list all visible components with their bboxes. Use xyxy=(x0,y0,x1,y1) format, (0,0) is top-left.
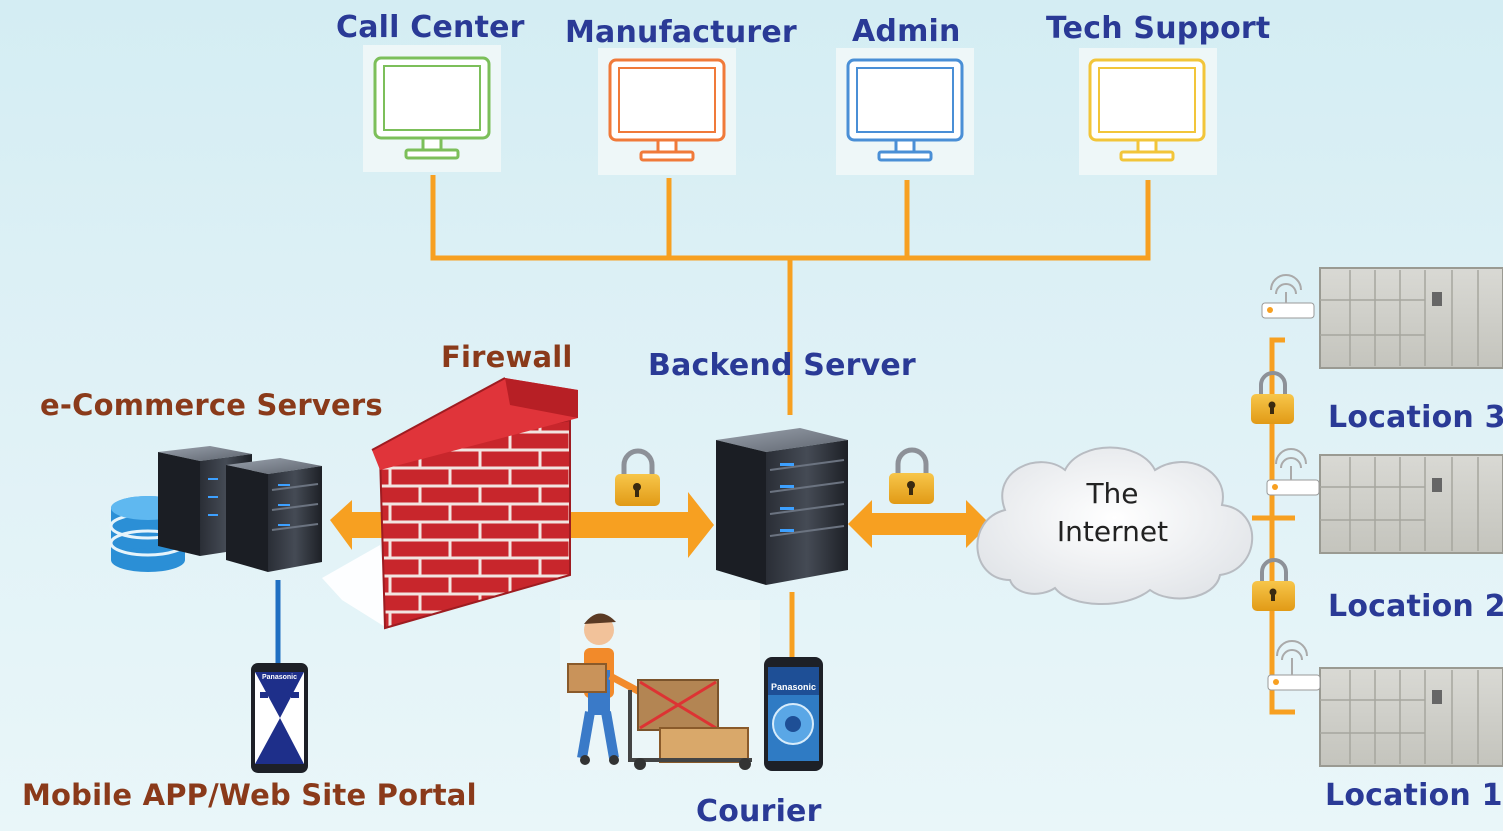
router-location-3-icon xyxy=(1261,274,1315,319)
internet-label-line1: The xyxy=(1086,477,1139,510)
call-center-label: Call Center xyxy=(336,10,525,45)
admin-label: Admin xyxy=(852,14,961,49)
locker-location-2-icon xyxy=(1319,454,1503,554)
internet-cloud-icon xyxy=(976,446,1254,606)
courier-phone-brand: Panasonic xyxy=(770,682,817,692)
manufacturer-label: Manufacturer xyxy=(565,15,797,50)
internet-label: The Internet xyxy=(1040,475,1185,551)
mobile-portal-phone-icon xyxy=(251,663,308,773)
location-1-label: Location 1 xyxy=(1325,778,1503,813)
backend-internet-lock-icon xyxy=(889,447,934,504)
location-2-label: Location 2 xyxy=(1328,589,1503,624)
locker-location-3-icon xyxy=(1319,267,1503,369)
location-2-lock-icon xyxy=(1252,558,1295,611)
firewall-label: Firewall xyxy=(441,340,573,374)
router-location-2-icon xyxy=(1266,448,1320,496)
courier-label: Courier xyxy=(696,794,822,829)
tech-support-label: Tech Support xyxy=(1046,11,1271,46)
courier-icon xyxy=(560,600,760,770)
location-3-label: Location 3 xyxy=(1328,400,1503,435)
locker-location-1-icon xyxy=(1319,667,1503,767)
firewall-icon xyxy=(322,377,578,630)
internet-label-line2: Internet xyxy=(1056,515,1169,548)
ecommerce-arrow-icon xyxy=(330,500,388,550)
backend-server-icon xyxy=(716,428,848,585)
firewall-backend-lock-icon xyxy=(615,448,660,506)
firewall-backend-arrow-icon xyxy=(565,492,714,558)
workstation-bus xyxy=(430,175,1151,415)
ecommerce-servers-icon xyxy=(109,446,322,572)
backend-server-label: Backend Server xyxy=(648,348,916,383)
manufacturer-monitor-icon xyxy=(598,48,736,175)
backend-internet-arrow-icon xyxy=(848,500,990,548)
admin-monitor-icon xyxy=(836,48,974,175)
tech-support-monitor-icon xyxy=(1079,48,1217,175)
ecommerce-servers-label: e-Commerce Servers xyxy=(40,388,383,422)
location-3-lock-icon xyxy=(1251,371,1294,424)
courier-phone-icon xyxy=(764,657,823,771)
mobile-portal-label: Mobile APP/Web Site Portal xyxy=(22,778,477,812)
portal-phone-brand: Panasonic xyxy=(261,674,297,681)
call-center-monitor-icon xyxy=(363,45,501,172)
router-location-1-icon xyxy=(1267,640,1321,691)
locker-bus xyxy=(1252,337,1295,715)
